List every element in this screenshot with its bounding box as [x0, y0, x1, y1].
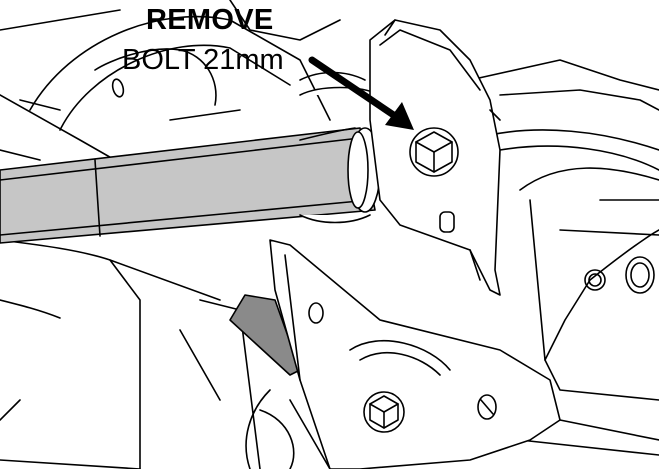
callout-subtitle: BOLT 21mm: [122, 44, 284, 76]
callout-title: REMOVE: [146, 4, 274, 36]
crossmember: [469, 59, 659, 456]
callout-arrow: [308, 56, 414, 130]
bushing: [299, 86, 381, 224]
track-bar: [0, 127, 376, 244]
frame-outline: [0, 0, 341, 181]
lower-bracket: [229, 239, 561, 470]
lower-arm: [0, 239, 331, 470]
bolt-hex-head: [409, 127, 459, 177]
lower-bolt: [363, 391, 405, 433]
